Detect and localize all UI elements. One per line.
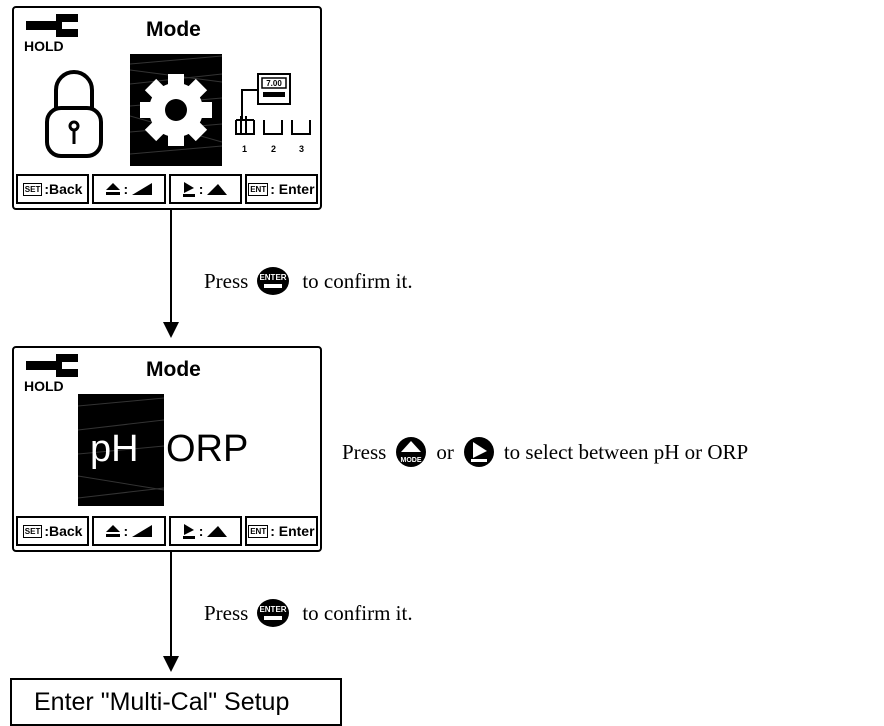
play-right-icon [182, 182, 195, 197]
hold-indicator: HOLD [24, 350, 80, 400]
right-button-icon [463, 437, 494, 467]
lock-icon [45, 70, 103, 158]
ph-option-selected-bg[interactable] [78, 394, 164, 506]
sensor-label-3: 3 [299, 144, 304, 154]
meter-value: 7.00 [266, 79, 282, 88]
softkey-back[interactable]: SET :Back [16, 174, 90, 204]
right-ramp-icon [207, 184, 228, 195]
mode-up-button-icon: MODE [396, 437, 427, 467]
step1-press: Press [204, 268, 249, 293]
settings-option-selected[interactable] [130, 54, 222, 166]
sensor-label-1: 1 [242, 144, 247, 154]
step2-press: Press [342, 439, 387, 464]
step2-after: to select between pH or ORP [503, 439, 749, 464]
final-step-label: Enter "Multi-Cal" Setup [34, 687, 290, 716]
play-right-icon [182, 524, 195, 539]
gear-icon [130, 55, 222, 155]
lcd-screen-mode-menu: HOLD Mode 7.00 [12, 6, 322, 210]
step2-caption: Press MODE or to select between pH or OR… [342, 436, 748, 468]
softkey-enter-label: : Enter [270, 181, 315, 197]
softkey-up[interactable]: : [92, 174, 166, 204]
eject-up-icon [105, 525, 120, 537]
softkey-enter[interactable]: ENT : Enter [244, 174, 318, 204]
step3-press: Press [204, 600, 249, 625]
right-ramp-icon [207, 526, 228, 537]
softkey-up[interactable]: : [92, 516, 166, 546]
eject-up-icon [105, 183, 120, 195]
enter-button-icon: ENTER [257, 267, 290, 295]
flow-arrowhead-1 [163, 322, 179, 338]
flow-arrow-1 [170, 210, 172, 322]
step2-or: or [436, 439, 454, 464]
flow-arrowhead-2 [163, 656, 179, 672]
left-ramp-icon [132, 183, 153, 195]
final-step-box: Enter "Multi-Cal" Setup [10, 678, 342, 726]
ent-key-icon: ENT [248, 182, 269, 196]
softkey-back-label: :Back [44, 181, 83, 197]
svg-text:ENTER: ENTER [260, 605, 287, 614]
softkey-right-separator: : [198, 181, 204, 197]
hold-indicator: HOLD [24, 10, 80, 60]
softkey-bar: SET :Back : : ENT : Enter [16, 174, 318, 204]
hold-label: HOLD [24, 378, 64, 394]
svg-text:ENTER: ENTER [260, 273, 287, 282]
enter-button-icon: ENTER [257, 599, 290, 627]
flow-arrow-2 [170, 552, 172, 656]
softkey-enter[interactable]: ENT : Enter [244, 516, 318, 546]
multi-sensor-meter-icon: 7.00 1 2 3 [235, 73, 311, 154]
softkey-right-separator: : [198, 523, 204, 539]
set-key-icon: SET [22, 182, 43, 196]
ph-option[interactable]: pH [90, 428, 139, 470]
softkey-back-label: :Back [44, 523, 83, 539]
softkey-enter-label: : Enter [270, 523, 315, 539]
softkey-bar: SET :Back : : ENT : Enter [16, 516, 318, 546]
step3-after: to confirm it. [302, 600, 413, 625]
softkey-back[interactable]: SET :Back [16, 516, 90, 546]
softkey-up-separator: : [123, 523, 129, 539]
hold-label: HOLD [24, 38, 64, 54]
lcd-screen-mode-select: HOLD Mode pH ORP SET :Back : : ENT [12, 346, 322, 552]
set-key-icon: SET [22, 524, 43, 538]
softkey-right[interactable]: : [168, 516, 242, 546]
softkey-up-separator: : [123, 181, 129, 197]
selection-hatch [78, 397, 164, 499]
left-ramp-icon [132, 525, 153, 537]
softkey-right[interactable]: : [168, 174, 242, 204]
ent-key-icon: ENT [248, 524, 269, 538]
orp-option[interactable]: ORP [166, 428, 249, 470]
screen-title: Mode [146, 358, 201, 381]
step1-caption: Press ENTER to confirm it. [204, 266, 413, 296]
step3-caption: Press ENTER to confirm it. [204, 598, 413, 628]
wrench-icon [26, 354, 78, 377]
screen-title: Mode [146, 18, 201, 41]
step1-after: to confirm it. [302, 268, 413, 293]
sensor-label-2: 2 [271, 144, 276, 154]
wrench-icon [26, 14, 78, 37]
svg-text:MODE: MODE [401, 457, 422, 464]
